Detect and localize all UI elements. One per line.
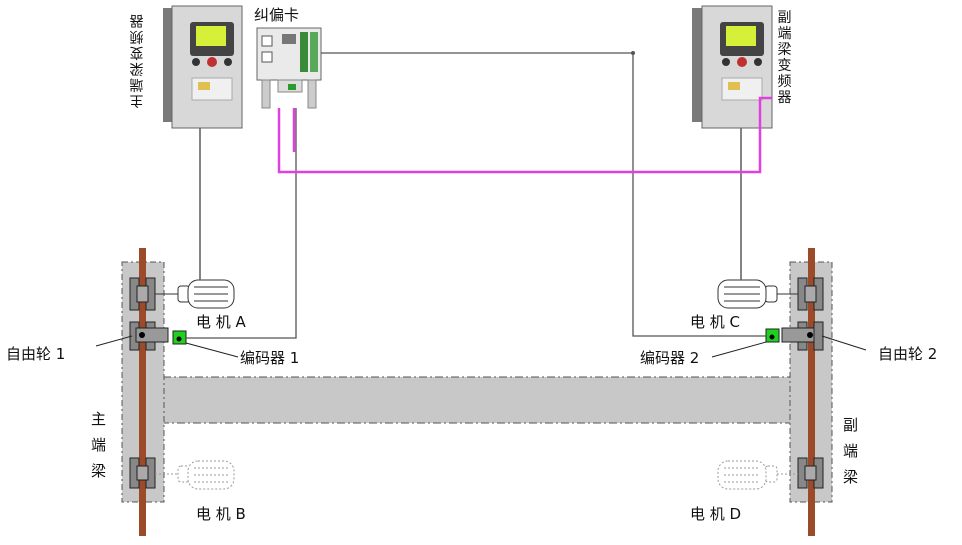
motor-c [717, 279, 798, 309]
label-motor-b: 电 机 B [196, 505, 246, 523]
label-motor-d: 电 机 D [690, 505, 742, 523]
main-vfd [163, 5, 243, 129]
motor-b [155, 460, 235, 490]
label-sub-vfd: 副端梁变频器 [777, 10, 792, 106]
motor-a [155, 279, 235, 309]
label-sub-beam: 副端梁 [842, 416, 858, 486]
motor-d [717, 460, 798, 490]
label-wheel-1: 自由轮 1 [6, 345, 66, 363]
main-rail [139, 248, 146, 536]
leader-wheel-2 [821, 335, 867, 351]
leader-encoder-2 [711, 341, 767, 358]
sub-wheel-bottom [797, 457, 824, 489]
label-main-beam: 主端梁 [90, 410, 106, 480]
wire-encoder-2-card [321, 52, 766, 337]
bridge-girder [162, 376, 792, 424]
label-motor-a: 电 机 A [196, 313, 246, 331]
main-free-wheel-1 [129, 321, 169, 351]
label-wheel-2: 自由轮 2 [878, 345, 938, 363]
label-card: 纠偏卡 [254, 6, 300, 24]
signal-line-card-sub-vfd [277, 96, 772, 174]
sub-free-wheel-2 [781, 321, 824, 351]
label-encoder-1: 编码器 1 [240, 349, 300, 367]
main-wheel-top [129, 277, 156, 311]
leader-encoder-1 [185, 342, 239, 358]
label-main-vfd: 主端梁变频器 [129, 12, 144, 108]
label-motor-c: 电 机 C [690, 313, 741, 331]
label-encoder-2: 编码器 2 [640, 349, 700, 367]
main-wheel-bottom [129, 457, 156, 489]
correction-card [256, 27, 322, 109]
sub-rail [808, 248, 815, 536]
leader-wheel-1 [95, 335, 133, 347]
wire-encoder-1-card [186, 108, 297, 339]
